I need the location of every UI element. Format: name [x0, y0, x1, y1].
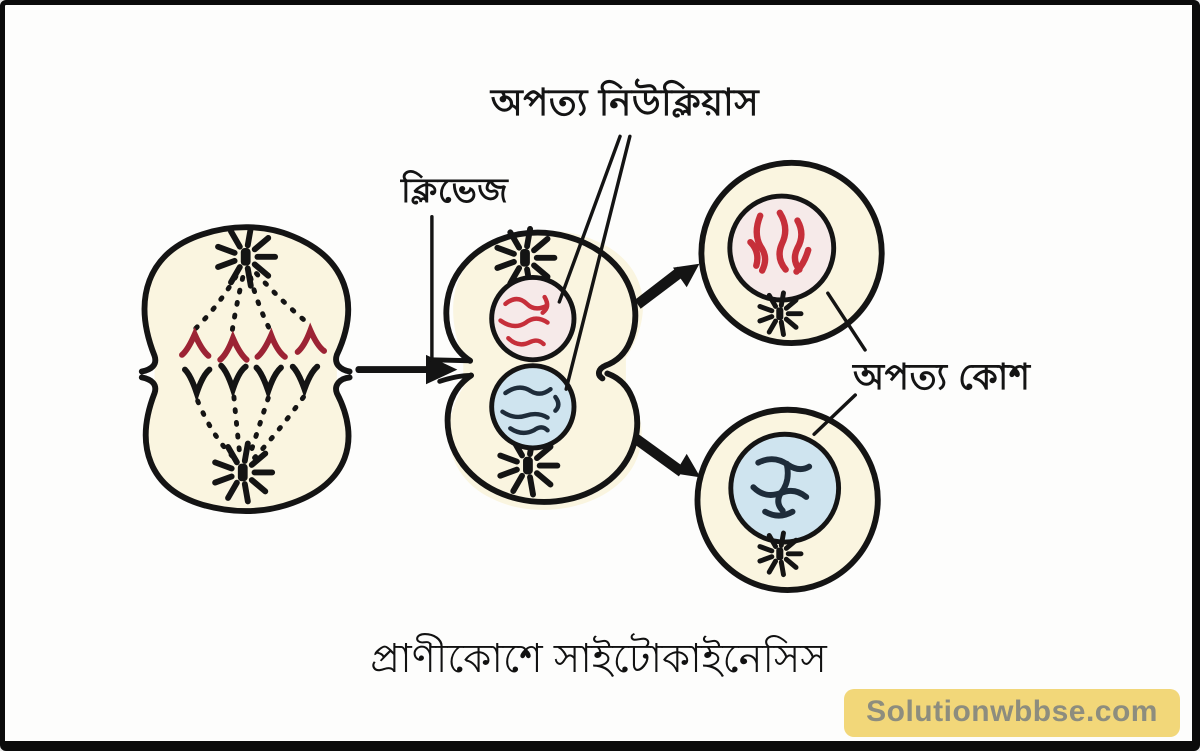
figure-caption: প্রাণীকোশে সাইটোকাইনেসিস [370, 637, 827, 681]
pointer-daughter-cell-bottom [812, 393, 857, 436]
pointer-daughter-cell-top [826, 291, 867, 352]
furrow-cell-bottom-membrane [444, 370, 641, 505]
furrow-cell [429, 229, 644, 510]
daughter-cell-bottom [694, 406, 881, 594]
arrow-up-right-icon [634, 263, 700, 309]
chromatin-red [747, 209, 812, 275]
parent-cell-bottom-membrane [138, 374, 353, 515]
spindle-fibers-top [193, 271, 312, 335]
chromatin-red [498, 294, 550, 347]
daughter-nucleus-label: অপত্য নিউক্লিয়াস [490, 82, 760, 123]
cytokinesis-diagram [138, 134, 885, 594]
arrow-down-right-icon [632, 434, 701, 478]
pointer-daughter-nucleus-top [557, 134, 622, 304]
chromosomes-top [179, 322, 328, 363]
cleavage-label: ক্লিভেজ [401, 172, 509, 210]
chromatin-dark [750, 456, 813, 519]
pointer-daughter-nucleus-bottom [564, 134, 632, 391]
chromatin-dark [500, 385, 561, 436]
parent-cell [138, 224, 353, 515]
label-pointer-lines [430, 134, 867, 436]
daughter-cell-label: অপত্য কোশ [853, 356, 1031, 397]
cleavage-furrow-notch-left [429, 357, 474, 384]
daughter-nucleus-bottom [489, 363, 577, 451]
spindle-fibers-bottom [195, 394, 306, 461]
chromosomes-bottom [181, 362, 321, 403]
watermark-badge: Solutionwbbse.com [844, 689, 1180, 737]
daughter-cell-top [698, 159, 885, 347]
